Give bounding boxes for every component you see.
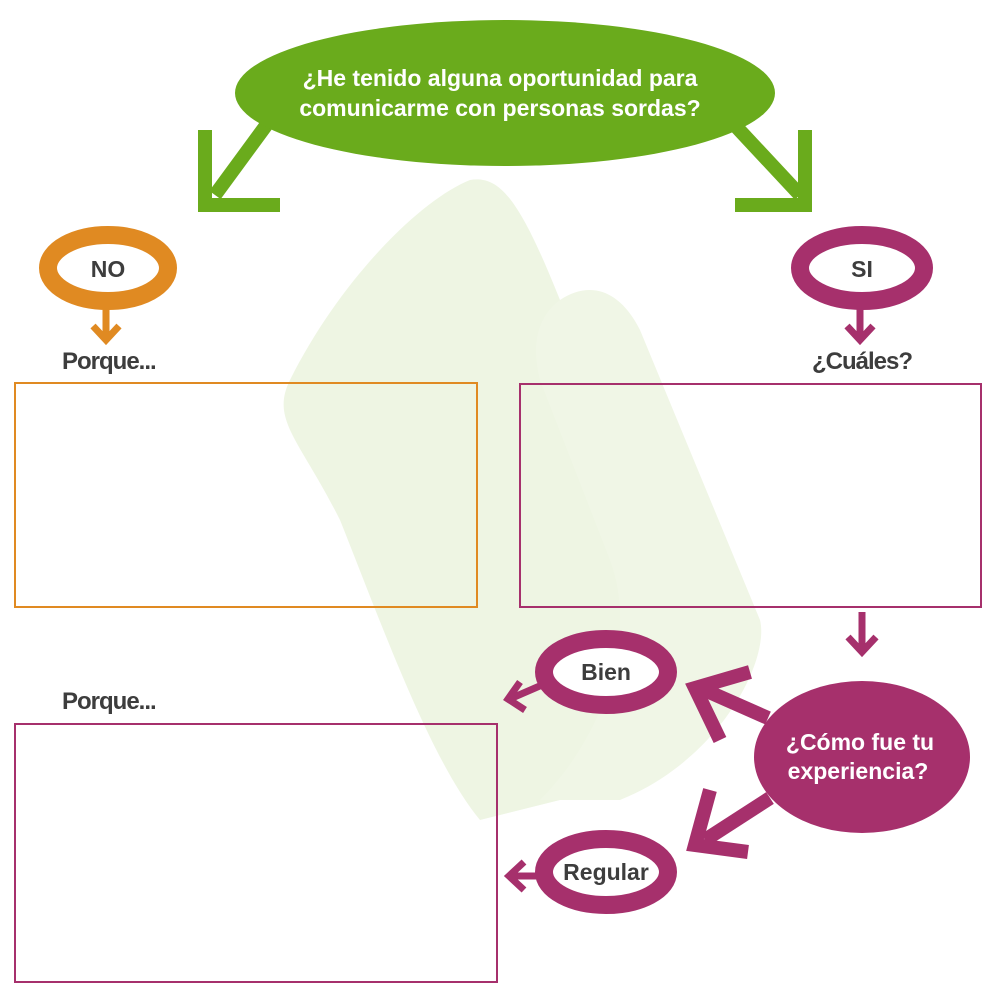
question-line2: comunicarme con personas sordas? <box>299 95 700 121</box>
cuales-arrow-down-icon <box>845 612 879 658</box>
experience-line2: experiencia? <box>788 758 929 784</box>
si-arrow-down-icon <box>844 308 876 346</box>
regular-arrow-left-icon <box>503 859 540 893</box>
si-prompt: ¿Cuáles? <box>812 348 913 375</box>
experience-node: ¿Cómo fue tu experiencia? <box>754 681 970 833</box>
arrow-to-regular-icon <box>686 788 774 859</box>
si-answer-box[interactable] <box>519 383 982 608</box>
si-node: SI <box>791 226 933 310</box>
question-line1: ¿He tenido alguna oportunidad para <box>303 65 698 91</box>
no-label: NO <box>91 256 126 282</box>
no-node: NO <box>39 226 177 310</box>
bien-arrow-left-icon <box>503 679 544 713</box>
no-arrow-down-icon <box>90 308 122 346</box>
no-answer-box[interactable] <box>14 382 478 608</box>
bien-label: Bien <box>581 659 631 685</box>
regular-label: Regular <box>563 859 649 885</box>
bien-node: Bien <box>535 630 677 714</box>
regular-prompt: Porque... <box>62 688 157 715</box>
no-prompt: Porque... <box>62 348 157 375</box>
experience-line1: ¿Cómo fue tu <box>786 729 934 755</box>
arrow-down-left-icon <box>198 115 280 212</box>
question-node: ¿He tenido alguna oportunidad para comun… <box>235 20 775 166</box>
arrow-to-bien-icon <box>685 665 771 744</box>
si-label: SI <box>851 256 873 282</box>
arrow-down-right-icon <box>724 115 812 212</box>
regular-node: Regular <box>535 830 677 914</box>
regular-answer-box[interactable] <box>14 723 498 983</box>
